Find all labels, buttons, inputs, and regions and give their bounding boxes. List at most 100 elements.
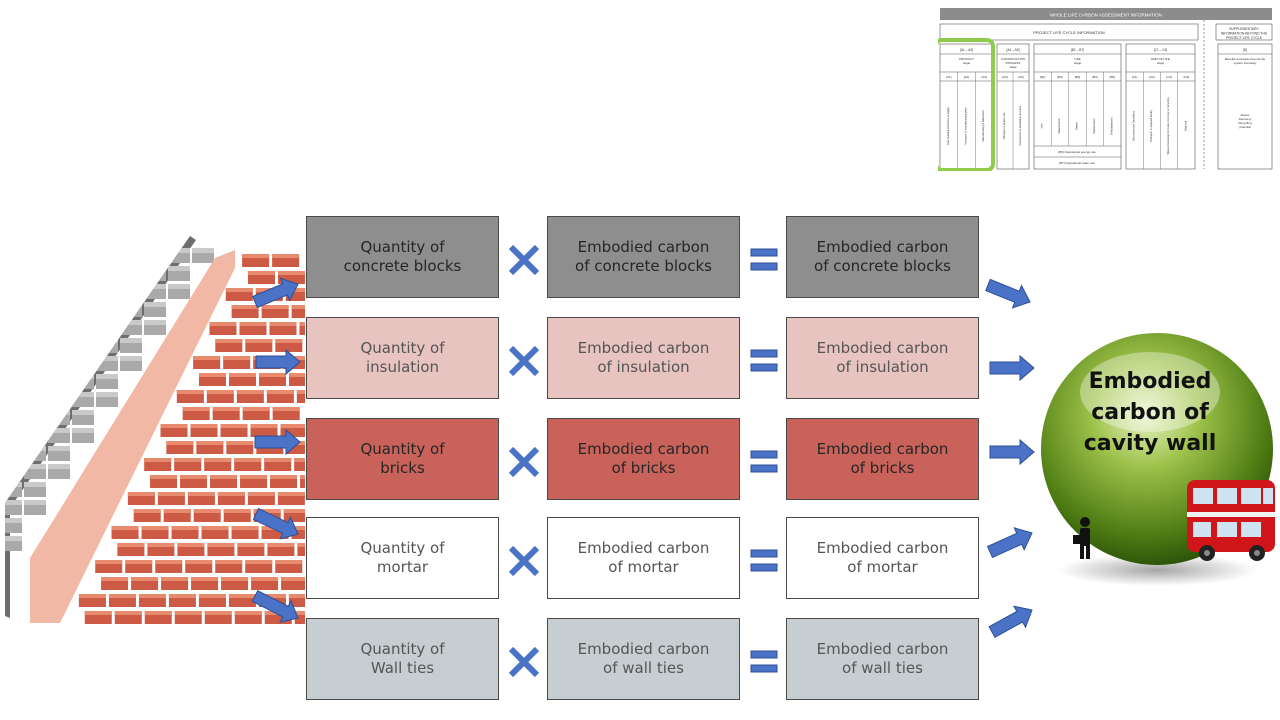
stage-module-label: Use [1040,123,1044,128]
stage-name-label: system boundary [1234,61,1257,65]
stage-range-label: [C1 – C4] [1154,48,1168,52]
factor-text-line: Embodied carbon [577,440,710,458]
quantity-text-line: Wall ties [370,659,435,677]
equals-icon [750,349,778,372]
stage-module-label: Recycling [1238,121,1251,125]
stage-name-label: Benefits and loads beyond the [1225,57,1266,61]
equals-icon [750,450,778,473]
stage-name-label: CONSTRUCTION [1001,57,1025,61]
result-text-line: of wall ties [842,659,923,677]
result-text-line: of insulation [836,358,929,376]
supplementary-header-box [1215,23,1273,41]
supplementary-header-line: INFORMATION BEYOND THE [1221,32,1268,36]
operational-module-label: [B6] Operational energy use [1058,150,1096,154]
lifecycle-stage-table: WHOLE LIFE CARBON ASSESSMENT INFORMATION… [938,8,1273,171]
factor-text-line: Embodied carbon [577,238,710,256]
quantity-text-line: Quantity of [360,539,445,557]
table-title: WHOLE LIFE CARBON ASSESSMENT INFORMATION [1050,13,1162,18]
stage-range-label: [D] [1243,48,1247,52]
table-title-bar [940,8,1272,20]
stage-code-label: [C3] [1166,75,1172,79]
stage-code-label: [A2] [964,75,970,79]
stage-module-label: Raw material extraction & supply [946,106,950,144]
result-text-line: of bricks [850,459,915,477]
stage-module-label: Repair [1075,122,1079,130]
stage-module-label: Reuse [1241,113,1250,117]
stage-range-label: [A1 – A3] [960,48,973,52]
stage-module-label: Recovery [1239,117,1252,121]
stage-name-label: stage [1074,61,1082,65]
stage-module-label: Deconstruction Demolition [1132,110,1136,141]
stage-module-label: Replacement [1092,118,1096,134]
stage-code-label: [B3] [1075,75,1081,79]
stage-code-label: [B5] [1110,75,1116,79]
stage-code-label: [C1] [1132,75,1138,79]
quantity-text-line: bricks [380,459,425,477]
output-line-3: cavity wall [1083,431,1217,456]
stage-code-label: [A4] [1002,75,1008,79]
result-text-line: Embodied carbon [816,640,949,658]
output-title: Embodied carbon of cavity wall [1068,366,1232,459]
stage-code-label: [C2] [1149,75,1155,79]
arrow-from-mortar [986,527,1033,559]
quantity-text-line: Quantity of [360,440,445,458]
stage-code-label: [A3] [981,75,987,79]
operational-module-label: [B7] Operational water use [1059,161,1095,165]
result-text-line: of concrete blocks [814,257,951,275]
multiply-icon [508,545,540,577]
stage-code-label: [A5] [1018,75,1024,79]
stage-module-label: Waste processing for reuse, recovery or … [1166,97,1170,154]
arrow-from-insulation [989,354,1035,382]
output-line-2: carbon of [1091,400,1209,425]
stage-code-label: [B4] [1092,75,1098,79]
stage-code-label: [C4] [1184,75,1190,79]
result-text-line: Embodied carbon [816,539,949,557]
multiply-icon [508,446,540,478]
multiply-icon [508,646,540,678]
arrow-from-wall-ties [988,605,1033,638]
stage-module-label: Transport to project site [1002,112,1006,140]
stage-module-label: Maintenance [1057,118,1061,133]
output-sphere [1041,333,1275,586]
stage-module-label: Construction & installation process [1018,105,1022,145]
factor-text-line: Embodied carbon [577,339,710,357]
factor-text-line: of insulation [597,358,690,376]
factor-text-line: Embodied carbon [577,640,710,658]
output-line-1: Embodied [1088,369,1212,394]
factor-text-line: of bricks [611,459,676,477]
equals-icon [750,549,778,572]
stage-range-label: [B1 – B7] [1071,48,1084,52]
stage-module-label: Manufacturing & fabrication [981,110,985,142]
factor-text-line: Embodied carbon [577,539,710,557]
stage-module-label: Disposal [1183,121,1187,131]
stage-name-label: PROCESS [1006,61,1021,65]
product-stage-highlight [938,38,995,171]
result-text-line: Embodied carbon [816,238,949,256]
quantity-text-line: Quantity of [360,339,445,357]
project-header-box [939,23,1199,41]
stage-name-label: stage [1157,61,1165,65]
supplementary-header-line: PROJECT LIFE CYCLE [1226,36,1263,40]
arrow-from-bricks [989,438,1035,466]
quantity-text-line: insulation [365,358,440,376]
stage-name-label: stage [963,61,971,65]
quantity-text-line: concrete blocks [343,257,462,275]
stage-name-label: stage [1009,65,1017,69]
factor-text-line: of mortar [608,558,679,576]
project-header: PROJECT LIFE CYCLE INFORMATION [1033,30,1105,35]
equals-icon [750,650,778,673]
multiply-icon [508,345,540,377]
